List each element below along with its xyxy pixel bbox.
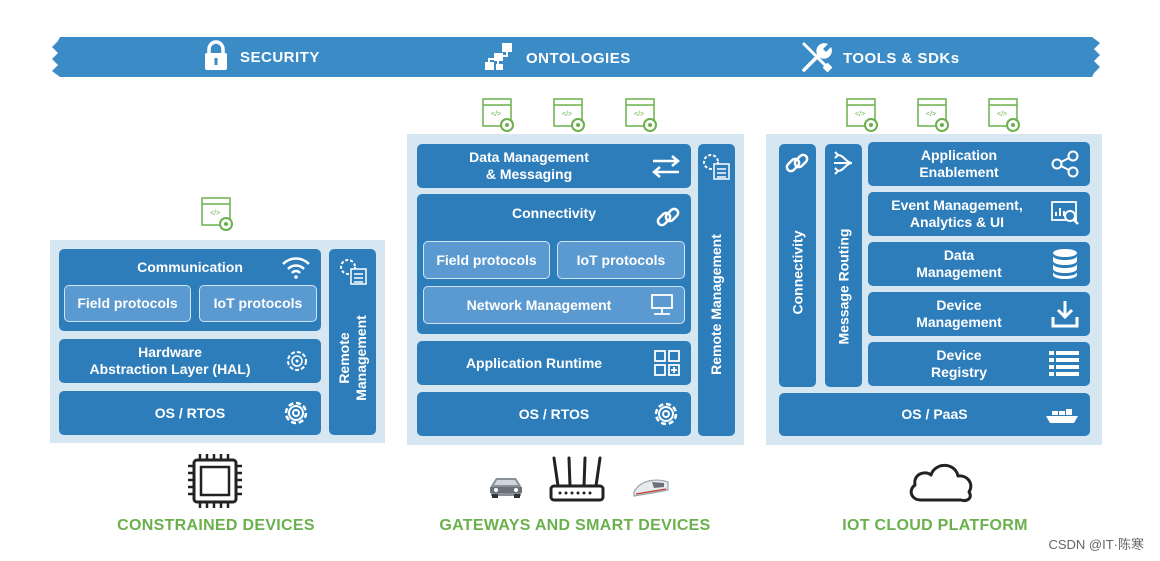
hal-box: Hardware Abstraction Layer (HAL) bbox=[59, 339, 321, 383]
share-icon bbox=[1050, 133, 1080, 195]
gear-icon bbox=[651, 399, 681, 429]
event-management-box: Event Management, Analytics & UI bbox=[868, 192, 1090, 236]
car-icon bbox=[487, 474, 525, 500]
hierarchy-icon bbox=[484, 42, 514, 72]
application-runtime-box: Application Runtime bbox=[417, 341, 691, 385]
gw-iot-protocols-label: IoT protocols bbox=[576, 251, 666, 268]
hal-label: Hardware Abstraction Layer (HAL) bbox=[89, 344, 251, 377]
svg-text:</>: </> bbox=[634, 111, 644, 118]
config-file-icon: </> bbox=[625, 98, 659, 132]
database-icon bbox=[1050, 231, 1080, 297]
data-management-messaging-label: Data Management & Messaging bbox=[469, 149, 589, 182]
data-management-messaging-box: Data Management & Messaging bbox=[417, 144, 691, 188]
application-enablement-box: Application Enablement bbox=[868, 142, 1090, 186]
tools-icon bbox=[800, 40, 834, 74]
security-label: SECURITY bbox=[240, 49, 320, 66]
iot-protocols-label: IoT protocols bbox=[213, 295, 303, 311]
communication-label: Communication bbox=[137, 259, 243, 275]
data-management-box: Data Management bbox=[868, 242, 1090, 286]
application-enablement-label: Application Enablement bbox=[919, 147, 999, 180]
chip-gear-icon bbox=[283, 330, 311, 392]
train-icon bbox=[630, 474, 672, 500]
message-routing-label: Message Routing bbox=[835, 228, 851, 345]
gear-icon bbox=[281, 398, 311, 428]
config-file-icon: </> bbox=[482, 98, 516, 132]
link-icon bbox=[655, 204, 681, 230]
device-registry-label: Device Registry bbox=[930, 347, 988, 380]
connectivity-label: Connectivity bbox=[511, 205, 596, 221]
svg-text:</>: </> bbox=[926, 111, 936, 118]
network-management-label: Network Management bbox=[466, 296, 612, 313]
gateways-caption: GATEWAYS AND SMART DEVICES bbox=[439, 517, 711, 534]
os-paas-box: OS / PaaS bbox=[779, 393, 1090, 436]
os-paas-label: OS / PaaS bbox=[901, 406, 968, 422]
gw-remote-management-label: Remote Management bbox=[708, 234, 724, 375]
gw-remote-management-box: Remote Management bbox=[698, 144, 735, 436]
gw-field-protocols-box: Field protocols bbox=[423, 241, 550, 279]
gw-field-protocols-label: Field protocols bbox=[436, 251, 537, 268]
app-grid-icon bbox=[653, 349, 681, 377]
application-runtime-label: Application Runtime bbox=[465, 354, 603, 371]
os-rtos-label: OS / RTOS bbox=[154, 404, 226, 421]
constrained-devices-caption: CONSTRAINED DEVICES bbox=[117, 517, 315, 534]
device-registry-box: Device Registry bbox=[868, 342, 1090, 386]
os-rtos-box: OS / RTOS bbox=[59, 391, 321, 435]
device-management-label: Device Management bbox=[916, 297, 1002, 330]
gw-os-rtos-box: OS / RTOS bbox=[417, 392, 691, 436]
chip-icon bbox=[186, 452, 244, 510]
field-protocols-label: Field protocols bbox=[77, 295, 178, 311]
cloud-connectivity-box: Connectivity bbox=[779, 144, 816, 387]
network-management-box: Network Management bbox=[423, 286, 685, 324]
svg-text:</>: </> bbox=[491, 111, 501, 118]
routing-icon bbox=[830, 150, 856, 176]
config-file-icon: </> bbox=[917, 98, 951, 132]
remote-management-box: Remote Management bbox=[329, 249, 376, 435]
config-file-icon: </> bbox=[846, 98, 880, 132]
lock-icon bbox=[203, 40, 229, 72]
cloud-platform-caption: IOT CLOUD PLATFORM bbox=[842, 517, 1028, 534]
iot-protocols-box: IoT protocols bbox=[199, 285, 317, 322]
data-management-label: Data Management bbox=[916, 247, 1002, 280]
device-management-box: Device Management bbox=[868, 292, 1090, 336]
top-banner bbox=[48, 33, 1104, 81]
download-icon bbox=[1050, 282, 1080, 346]
settings-panel-icon bbox=[338, 257, 368, 287]
svg-text:</>: </> bbox=[562, 111, 572, 118]
message-routing-box: Message Routing bbox=[825, 144, 862, 387]
watermark: CSDN @IT·陈寒 bbox=[1048, 537, 1144, 552]
field-protocols-box: Field protocols bbox=[64, 285, 191, 322]
svg-text:</>: </> bbox=[210, 210, 220, 217]
wifi-icon bbox=[281, 255, 311, 279]
link-icon bbox=[784, 150, 810, 176]
router-icon bbox=[548, 454, 606, 506]
ontologies-label: ONTOLOGIES bbox=[526, 50, 631, 67]
config-file-icon: </> bbox=[201, 197, 235, 231]
ship-icon bbox=[1044, 405, 1080, 425]
svg-text:</>: </> bbox=[997, 111, 1007, 118]
cloud-icon bbox=[905, 456, 977, 506]
settings-panel-icon bbox=[701, 152, 731, 182]
analytics-icon bbox=[1050, 183, 1080, 245]
gw-iot-protocols-box: IoT protocols bbox=[557, 241, 685, 279]
remote-management-label: Remote Management bbox=[335, 315, 369, 401]
exchange-arrows-icon bbox=[651, 137, 681, 195]
list-icon bbox=[1048, 332, 1080, 396]
tools-label: TOOLS & SDKs bbox=[843, 50, 960, 67]
monitor-network-icon bbox=[650, 293, 674, 317]
config-file-icon: </> bbox=[553, 98, 587, 132]
config-file-icon: </> bbox=[988, 98, 1022, 132]
gw-os-rtos-label: OS / RTOS bbox=[518, 405, 590, 422]
event-management-label: Event Management, Analytics & UI bbox=[891, 197, 1023, 230]
cloud-connectivity-label: Connectivity bbox=[789, 230, 806, 315]
svg-text:</>: </> bbox=[855, 111, 865, 118]
